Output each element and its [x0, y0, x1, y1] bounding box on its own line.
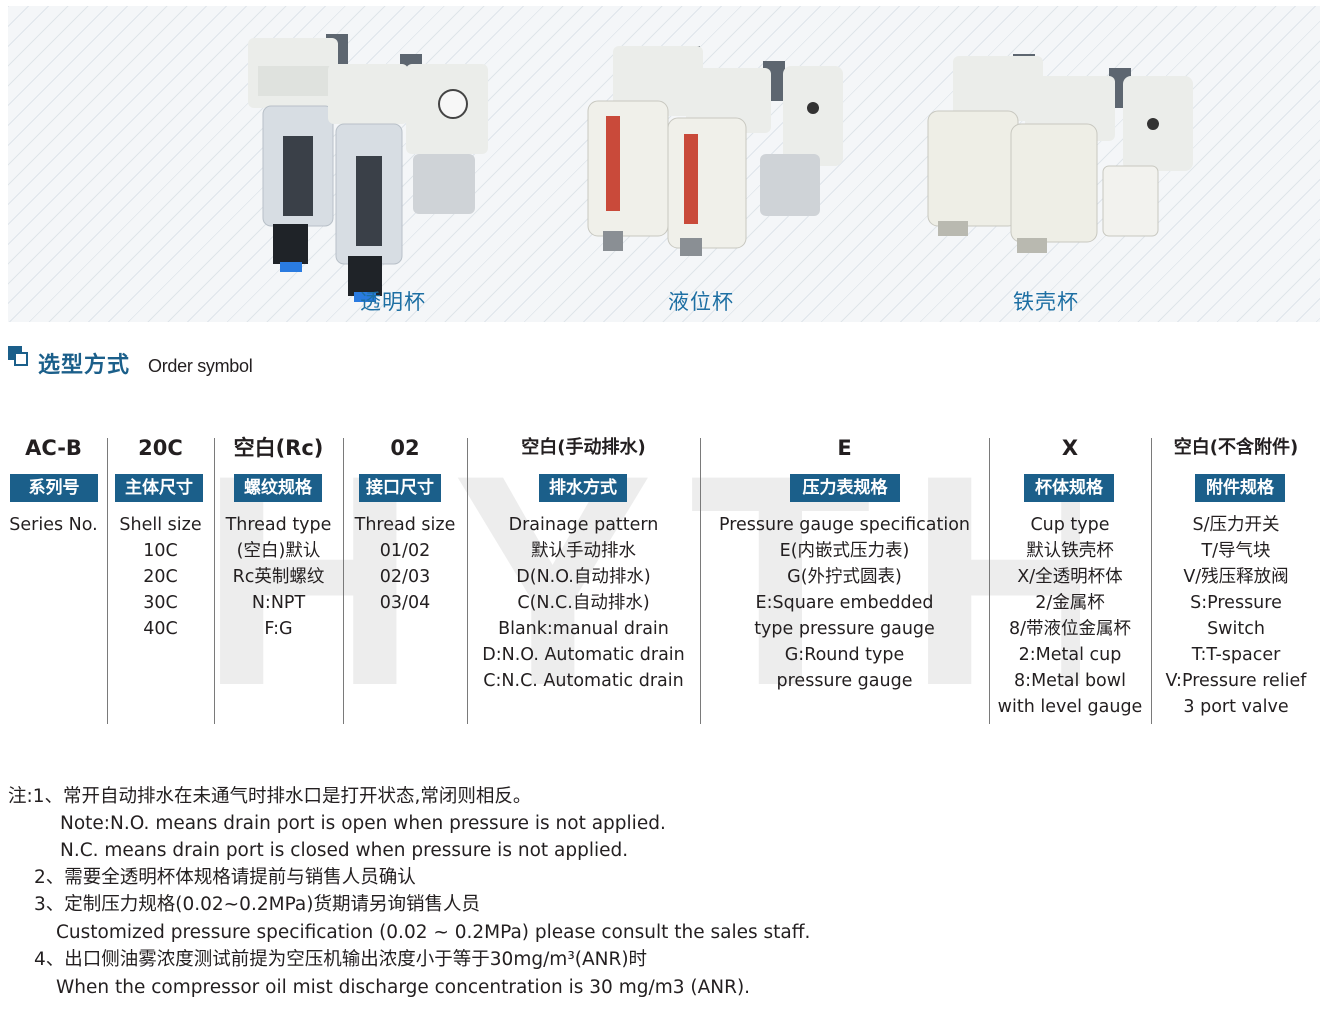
- order-column-thread-size: 02 接口尺寸 Thread size 01/02 02/03 03/04: [343, 430, 467, 724]
- column-line: 03/04: [379, 593, 431, 613]
- column-line: 02/03: [379, 567, 431, 587]
- column-badge: 螺纹规格: [234, 474, 322, 502]
- order-column-cup-type: X 杯体规格 Cup type 默认铁壳杯 X/全透明杯体 2/金属杯 8/带液…: [989, 430, 1151, 724]
- column-line: V:Pressure relief: [1165, 671, 1307, 691]
- column-line: Blank:manual drain: [498, 619, 669, 639]
- note-line: N.C. means drain port is closed when pre…: [60, 840, 629, 861]
- column-line: (空白)默认: [236, 541, 321, 561]
- note-line: Customized pressure specification (0.02 …: [56, 922, 811, 943]
- order-code: 空白(手动排水): [521, 437, 646, 458]
- column-line: D:N.O. Automatic drain: [482, 645, 685, 665]
- order-column-shell-size: 20C 主体尺寸 Shell size 10C 20C 30C 40C: [107, 430, 214, 724]
- note-line: Note:N.O. means drain port is open when …: [60, 813, 666, 834]
- product-banner: 透明杯 液位杯: [8, 6, 1320, 322]
- note-line: 注:1、常开自动排水在未通气时排水口是打开状态,常闭则相反。: [8, 786, 532, 807]
- note-line: When the compressor oil mist discharge c…: [56, 977, 751, 998]
- column-line: 20C: [143, 567, 178, 587]
- order-code: X: [1061, 436, 1079, 460]
- column-line: 默认铁壳杯: [1026, 541, 1114, 561]
- column-line: C(N.C.自动排水): [517, 593, 650, 613]
- cup-label-metal: 铁壳杯: [1013, 290, 1079, 314]
- level-gauge-cup-frl-unit-image: 液位杯: [568, 6, 868, 322]
- order-column-accessory: 空白(不含附件) 附件规格 S/压力开关 T/导气块 V/残压释放阀 S:Pre…: [1151, 430, 1321, 724]
- note-line: 4、出口侧油雾浓度测试前提为空压机输出浓度小于等于30mg/m³(ANR)时: [34, 949, 648, 970]
- column-divider: [214, 438, 215, 724]
- order-code: AC-B: [25, 436, 82, 460]
- column-line: pressure gauge: [776, 671, 913, 691]
- column-badge: 附件规格: [1195, 474, 1285, 502]
- column-line: Switch: [1207, 619, 1265, 639]
- column-badge: 杯体规格: [1024, 474, 1114, 502]
- column-line: 01/02: [379, 541, 431, 561]
- column-line: 默认手动排水: [531, 541, 636, 561]
- column-line: 3 port valve: [1183, 697, 1289, 717]
- order-code: 02: [390, 436, 420, 460]
- transparent-cup-frl-unit-image: 透明杯: [208, 6, 508, 322]
- column-line: F:G: [264, 619, 293, 639]
- column-badge: 压力表规格: [790, 474, 900, 502]
- heading-title-en: Order symbol: [148, 356, 253, 376]
- column-line: 30C: [143, 593, 178, 613]
- column-divider: [700, 438, 701, 724]
- column-badge: 排水方式: [539, 474, 627, 502]
- order-code: 空白(不含附件): [1173, 437, 1299, 458]
- order-column-series: AC-B 系列号 Series No.: [0, 430, 107, 724]
- column-line: S/压力开关: [1192, 515, 1280, 535]
- column-line: X/全透明杯体: [1017, 567, 1123, 587]
- order-code: E: [837, 436, 852, 460]
- column-badge: 主体尺寸: [115, 474, 203, 502]
- column-line: Thread type: [225, 515, 332, 535]
- column-line: T/导气块: [1201, 541, 1271, 561]
- heading-title-cn: 选型方式: [38, 353, 131, 378]
- column-divider: [989, 438, 990, 724]
- column-line: Series No.: [9, 515, 98, 535]
- column-line: Drainage pattern: [508, 515, 659, 535]
- order-code: 空白(Rc): [233, 436, 324, 460]
- column-line: C:N.C. Automatic drain: [483, 671, 684, 691]
- metal-cup-frl-unit-image: 铁壳杯: [913, 6, 1213, 322]
- column-badge: 系列号: [10, 474, 98, 502]
- column-line: D(N.O.自动排水): [516, 567, 651, 587]
- column-line: S:Pressure: [1190, 593, 1282, 613]
- note-line: 2、需要全透明杯体规格请提前与销售人员确认: [34, 867, 416, 888]
- brand-watermark: HYTHE: [200, 440, 1080, 720]
- column-line: G:Round type: [784, 645, 905, 665]
- column-line: Pressure gauge specification: [718, 515, 970, 535]
- column-line: V/残压释放阀: [1183, 567, 1289, 587]
- column-line: T:T-spacer: [1191, 645, 1281, 665]
- square-bullet-icon: [8, 346, 30, 368]
- column-line: type pressure gauge: [754, 619, 935, 639]
- column-divider: [343, 438, 344, 724]
- column-line: 40C: [143, 619, 178, 639]
- cup-label-level-gauge: 液位杯: [668, 290, 734, 314]
- column-badge: 接口尺寸: [359, 474, 441, 502]
- order-column-pressure-gauge: E 压力表规格 Pressure gauge specification E(内…: [700, 430, 989, 724]
- column-line: N:NPT: [251, 593, 306, 613]
- column-line: E:Square embedded: [755, 593, 934, 613]
- column-line: 10C: [143, 541, 178, 561]
- column-line: Rc英制螺纹: [232, 567, 325, 587]
- order-column-drainage: 空白(手动排水) 排水方式 Drainage pattern 默认手动排水 D(…: [467, 430, 700, 724]
- order-column-thread-type: 空白(Rc) 螺纹规格 Thread type (空白)默认 Rc英制螺纹 N:…: [214, 430, 343, 724]
- column-line: with level gauge: [997, 697, 1143, 717]
- column-line: 2:Metal cup: [1018, 645, 1122, 665]
- column-divider: [467, 438, 468, 724]
- column-line: 8:Metal bowl: [1014, 671, 1126, 691]
- column-line: 8/带液位金属杯: [1008, 619, 1132, 639]
- note-line: 3、定制压力规格(0.02~0.2MPa)货期请另询销售人员: [34, 894, 480, 915]
- column-divider: [107, 438, 108, 724]
- cup-label-transparent: 透明杯: [360, 290, 426, 314]
- column-line: G(外拧式圆表): [787, 567, 902, 587]
- column-divider: [1151, 438, 1152, 724]
- column-line: 2/金属杯: [1035, 593, 1105, 613]
- column-line: Shell size: [119, 515, 202, 535]
- column-line: E(内嵌式压力表): [779, 541, 910, 561]
- column-line: Cup type: [1030, 515, 1110, 535]
- order-code: 20C: [138, 436, 183, 460]
- column-line: Thread size: [354, 515, 456, 535]
